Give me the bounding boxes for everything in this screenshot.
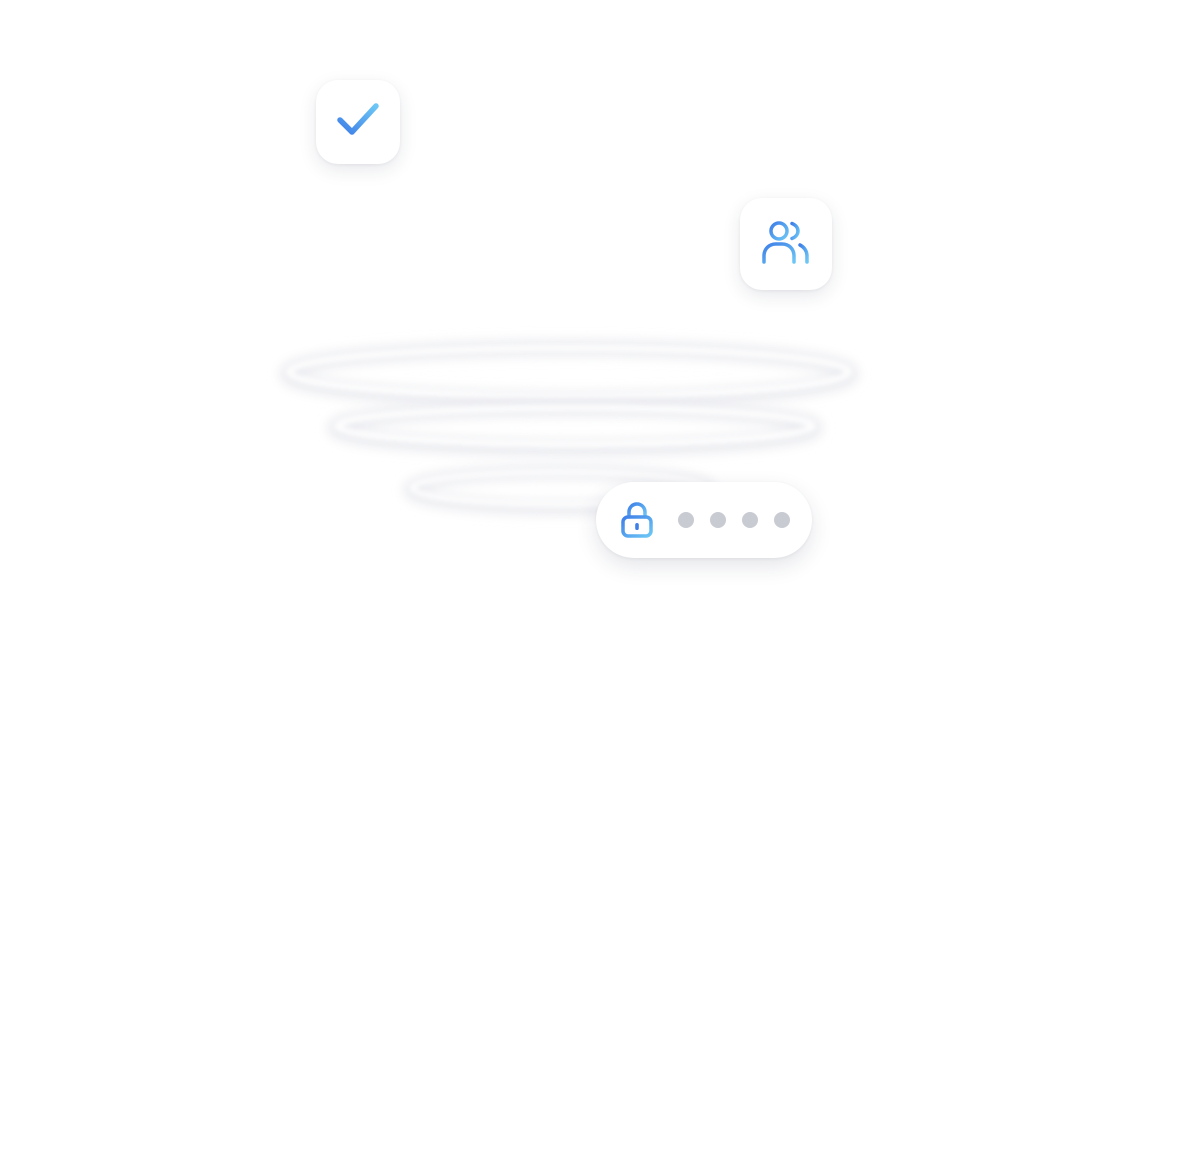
password-dot (774, 512, 790, 528)
check-icon (336, 102, 380, 143)
password-dot (678, 512, 694, 528)
ring-middle (328, 401, 822, 455)
users-tile (740, 198, 832, 290)
check-tile (316, 80, 400, 164)
ring-top (280, 341, 858, 407)
lock-icon (620, 502, 654, 538)
password-field[interactable] (596, 482, 812, 558)
password-dot (710, 512, 726, 528)
masked-password-dots (678, 512, 790, 528)
password-dot (742, 512, 758, 528)
users-icon (762, 220, 810, 269)
